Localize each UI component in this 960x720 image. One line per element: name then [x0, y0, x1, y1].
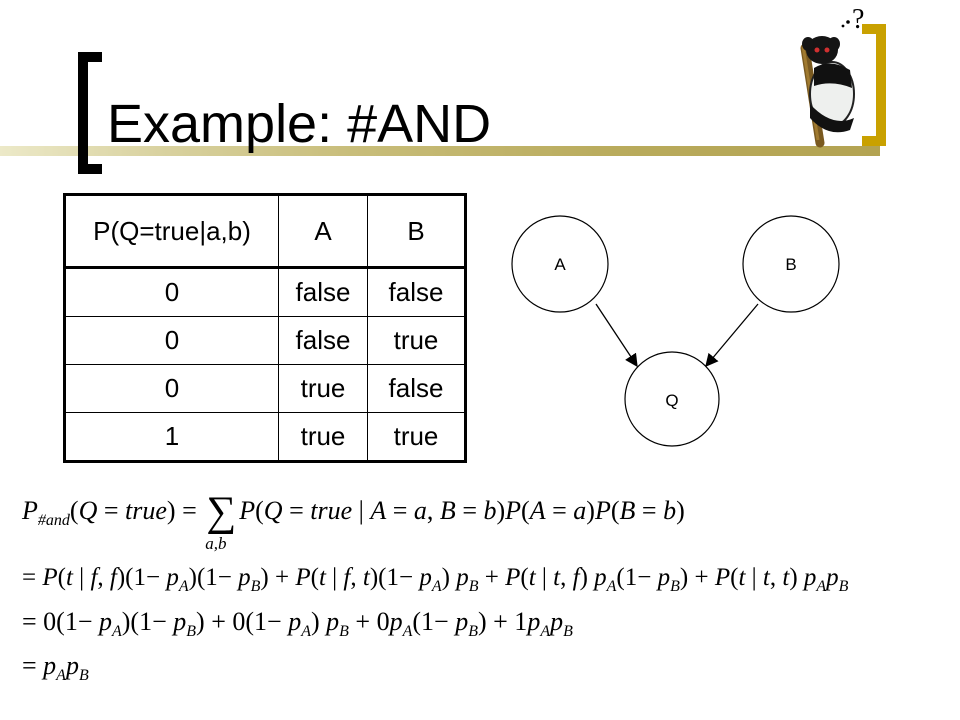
cell-a: false [278, 316, 368, 365]
cell-a: false [278, 267, 368, 317]
bayes-net-diagram: A B Q [511, 215, 840, 447]
table-header-row: P(Q=true|a,b) A B [64, 194, 466, 268]
cell-a: true [278, 364, 368, 413]
table-row: 1 true true [64, 412, 466, 462]
cell-probability: 0 [64, 267, 279, 317]
header-probability: P(Q=true|a,b) [64, 194, 279, 268]
cpt-table: P(Q=true|a,b) A B 0 false false 0 false … [63, 193, 467, 463]
equation-line-4: = pApB [22, 651, 89, 684]
table-row: 0 false false [64, 267, 466, 317]
right-bracket-decoration [862, 24, 886, 146]
cell-b: true [367, 316, 466, 365]
table-row: 0 true false [64, 364, 466, 413]
header-a: A [278, 194, 368, 268]
logo-question-mark: ? [852, 8, 864, 35]
cell-probability: 1 [64, 412, 279, 462]
cell-b: false [367, 267, 466, 317]
cell-b: true [367, 412, 466, 462]
cell-a: true [278, 412, 368, 462]
slide-title: Example: #AND [107, 94, 492, 154]
cell-b: false [367, 364, 466, 413]
title-underline-rule [0, 146, 880, 156]
node-b [742, 215, 840, 313]
node-b-label: B [785, 255, 796, 274]
table-row: 0 false true [64, 316, 466, 365]
cell-probability: 0 [64, 364, 279, 413]
equation-line-2: = P(t | f, f)(1− pA)(1− pB) + P(t | f, t… [22, 564, 849, 595]
equation-line-3: = 0(1− pA)(1− pB) + 0(1− pA) pB + 0pA(1−… [22, 607, 573, 640]
header-b: B [367, 194, 466, 268]
cell-probability: 0 [64, 316, 279, 365]
lemur-logo-image: ? [800, 8, 864, 148]
node-q [624, 351, 720, 447]
left-bracket-decoration [78, 52, 102, 174]
edge-a-to-q [595, 303, 638, 368]
node-q-label: Q [665, 391, 678, 410]
node-a [511, 215, 609, 313]
node-a-label: A [554, 255, 566, 274]
edge-b-to-q [705, 303, 759, 367]
